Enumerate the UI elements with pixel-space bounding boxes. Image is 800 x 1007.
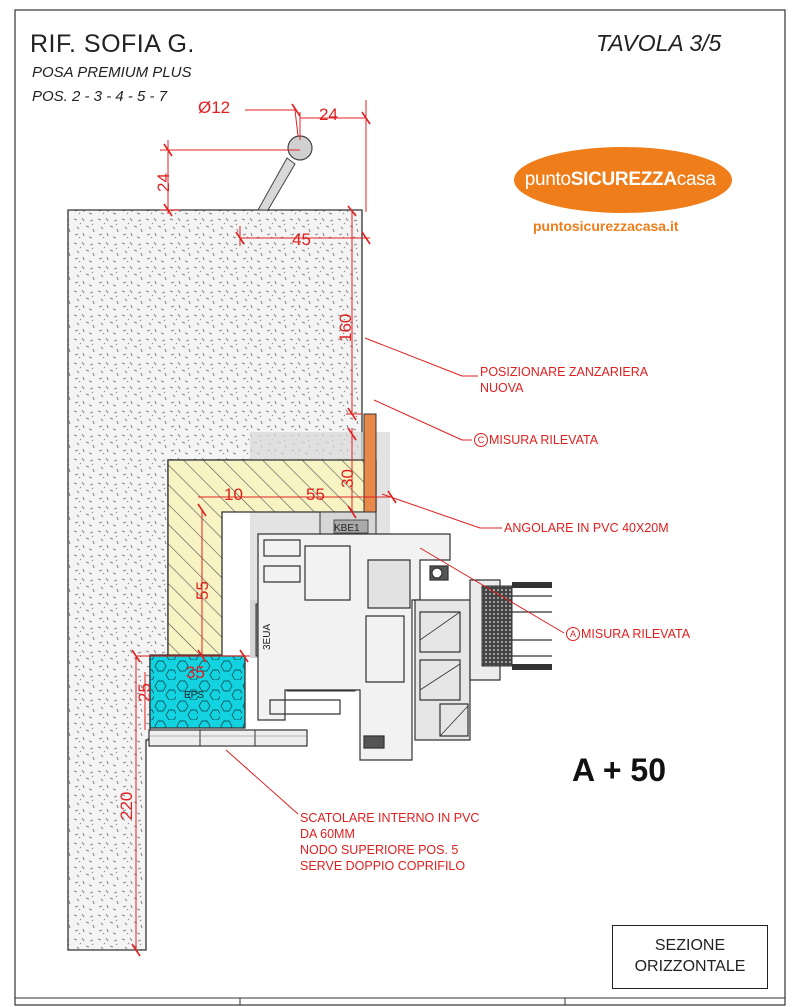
eps-label: EPS xyxy=(184,690,204,701)
dim-35: 35 xyxy=(186,663,205,682)
leader-lines xyxy=(225,337,565,815)
note-angolare: ANGOLARE IN PVC 40X20M xyxy=(504,521,669,535)
dim-30: 30 xyxy=(338,469,357,488)
project-title: RIF. SOFIA G. xyxy=(30,30,195,58)
dim-phi12: Ø12 xyxy=(198,98,230,117)
sheet-border xyxy=(14,9,786,1006)
dim-160: 160 xyxy=(336,314,355,342)
section-label-line1: SEZIONE xyxy=(654,937,726,954)
scatolare-cover-strip xyxy=(148,729,308,747)
handle-rod xyxy=(257,135,313,211)
registered-mark: ® xyxy=(719,155,726,164)
note-scatolare-line4: SERVE DOPPIO COPRIFILO xyxy=(300,859,466,873)
project-subtitle: POSA PREMIUM PLUS xyxy=(32,64,192,81)
formula-label: A + 50 xyxy=(572,752,666,788)
note-scatolare-line2: DA 60MM xyxy=(300,827,355,841)
sfuma-label: 3EUA xyxy=(262,624,273,650)
note-zanzariera: POSIZIONARE ZANZARIERA NUOVA xyxy=(480,364,648,396)
pvc-window-profile xyxy=(257,533,501,761)
glazing-unit xyxy=(481,582,552,670)
dim-45: 45 xyxy=(292,230,311,249)
dim-24-side: 24 xyxy=(154,173,173,192)
logo-text-sicurezza: SICUREZZA xyxy=(570,169,677,190)
dim-10: 10 xyxy=(224,485,243,504)
note-scatolare-line1: SCATOLARE INTERNO IN PVC xyxy=(300,811,480,825)
position-list: POS. 2 - 3 - 4 - 5 - 7 xyxy=(32,88,168,105)
concrete-wall xyxy=(67,209,363,951)
note-scatolare-line3: NODO SUPERIORE POS. 5 xyxy=(300,843,459,857)
sheet-number: TAVOLA 3/5 xyxy=(596,30,722,56)
marker-a: A xyxy=(566,627,580,641)
section-label-line2: ORIZZONTALE xyxy=(634,958,746,975)
brand-logo: puntoSICUREZZAcasa® xyxy=(514,147,732,213)
dimension-lines xyxy=(135,100,392,950)
dim-24-top: 24 xyxy=(319,105,338,124)
marker-c: C xyxy=(474,433,488,447)
logo-text-casa: casa xyxy=(676,169,716,190)
section-label-box: SEZIONE ORIZZONTALE xyxy=(612,925,768,989)
dim-55-horizontal: 55 xyxy=(306,485,325,504)
dim-55-vertical: 55 xyxy=(193,581,212,600)
kbe-label: KBE1 xyxy=(334,523,360,534)
brand-website[interactable]: puntosicurezzacasa.it xyxy=(533,218,679,234)
dimension-ticks xyxy=(131,103,397,957)
note-misura-a-text: MISURA RILEVATA xyxy=(581,627,691,641)
dim-220: 220 xyxy=(117,792,136,820)
note-zanzariera-line1: POSIZIONARE ZANZARIERA xyxy=(480,365,649,379)
note-misura-c-text: MISURA RILEVATA xyxy=(489,433,599,447)
note-scatolare: SCATOLARE INTERNO IN PVC DA 60MM NODO SU… xyxy=(300,810,479,874)
dim-25: 25 xyxy=(135,683,154,702)
eps-insulation xyxy=(149,655,246,729)
logo-text-punto: punto xyxy=(524,169,571,190)
note-zanzariera-line2: NUOVA xyxy=(480,381,524,395)
